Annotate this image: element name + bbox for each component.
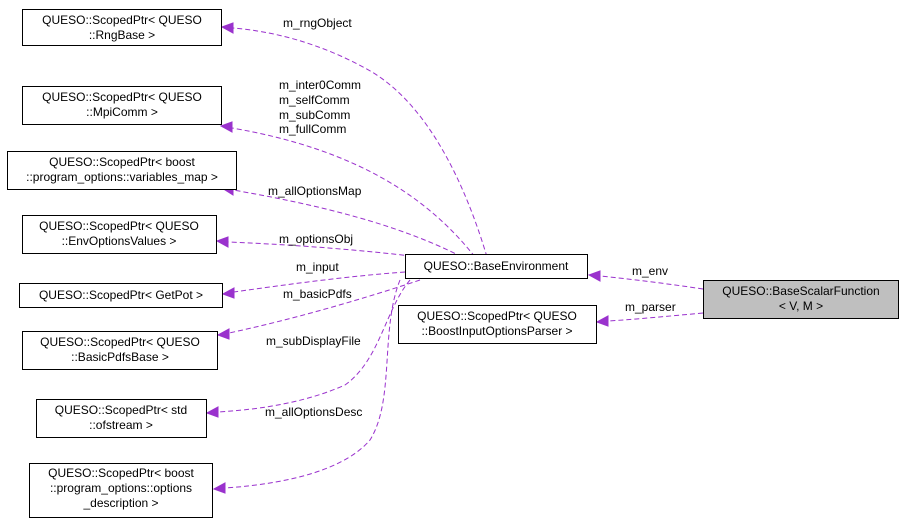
node-label-line: QUESO::ScopedPtr< QUESO — [39, 219, 199, 233]
edge-label: m_fullComm — [279, 122, 346, 136]
edge-m-basicPdfs: m_basicPdfs — [216, 279, 421, 340]
edge-mpi-comms: m_inter0Comm m_selfComm m_subComm m_full… — [219, 78, 476, 258]
node-label-line: QUESO::BaseEnvironment — [424, 259, 569, 273]
edge-label: m_subDisplayFile — [266, 334, 361, 348]
edge-m-parser: m_parser — [595, 300, 704, 327]
edge-label: m_subComm — [279, 108, 350, 122]
edge-label: m_basicPdfs — [283, 287, 352, 301]
node-label-line: ::RngBase > — [89, 28, 155, 42]
node-label-line: QUESO::ScopedPtr< QUESO — [417, 309, 577, 323]
node-scopedptr-ofstream[interactable]: QUESO::ScopedPtr< std ::ofstream > — [36, 399, 207, 438]
node-label-line: ::BasicPdfsBase > — [71, 350, 169, 364]
edge-label: m_inter0Comm — [279, 78, 361, 92]
edge-label: m_optionsObj — [279, 232, 353, 246]
node-scopedptr-mpicomm[interactable]: QUESO::ScopedPtr< QUESO ::MpiComm > — [22, 86, 222, 125]
edge-m-allOptionsDesc: m_allOptionsDesc — [212, 279, 401, 494]
node-label-line: QUESO::ScopedPtr< QUESO — [40, 335, 200, 349]
node-label-line: ::program_options::variables_map > — [26, 170, 218, 184]
edge-m-env: m_env — [587, 264, 704, 290]
edge-label: m_allOptionsDesc — [265, 405, 362, 419]
edge-m-optionsObj: m_optionsObj — [215, 232, 421, 258]
edge-label: m_env — [632, 264, 668, 278]
node-label-line: ::ofstream > — [89, 418, 153, 432]
node-label-line: QUESO::ScopedPtr< boost — [48, 466, 194, 480]
node-scopedptr-getpot[interactable]: QUESO::ScopedPtr< GetPot > — [19, 283, 223, 308]
edge-label: m_parser — [625, 300, 676, 314]
node-label-line: ::EnvOptionsValues > — [62, 234, 177, 248]
node-label-line: QUESO::ScopedPtr< QUESO — [42, 90, 202, 104]
node-scopedptr-variables-map[interactable]: QUESO::ScopedPtr< boost ::program_option… — [7, 151, 237, 190]
node-base-scalar-function[interactable]: QUESO::BaseScalarFunction < V, M > — [703, 280, 899, 319]
node-scopedptr-envoptionsvalues[interactable]: QUESO::ScopedPtr< QUESO ::EnvOptionsValu… — [22, 215, 217, 254]
edge-label: m_input — [296, 260, 339, 274]
node-scopedptr-rngbase[interactable]: QUESO::ScopedPtr< QUESO ::RngBase > — [22, 9, 222, 46]
node-scopedptr-options-description[interactable]: QUESO::ScopedPtr< boost ::program_option… — [29, 463, 213, 518]
node-label-line: QUESO::ScopedPtr< QUESO — [42, 13, 202, 27]
node-label-line: ::MpiComm > — [86, 105, 158, 119]
node-label-line: QUESO::BaseScalarFunction — [722, 284, 879, 298]
node-base-environment[interactable]: QUESO::BaseEnvironment — [405, 254, 588, 279]
edge-label: m_selfComm — [279, 93, 350, 107]
node-label-line: QUESO::ScopedPtr< std — [55, 403, 187, 417]
edge-m-subDisplayFile: m_subDisplayFile — [205, 279, 411, 418]
edge-label: m_allOptionsMap — [268, 184, 362, 198]
node-label-line: QUESO::ScopedPtr< GetPot > — [39, 288, 203, 302]
node-scopedptr-basicpdfsbase[interactable]: QUESO::ScopedPtr< QUESO ::BasicPdfsBase … — [22, 331, 218, 370]
node-label-line: ::BoostInputOptionsParser > — [421, 324, 572, 338]
edge-m-allOptionsMap: m_allOptionsMap — [220, 184, 463, 258]
node-label-line: < V, M > — [779, 299, 823, 313]
node-label-line: _description > — [82, 496, 158, 510]
node-label-line: ::program_options::options — [50, 481, 192, 495]
edge-m-input: m_input — [221, 260, 406, 299]
node-label-line: QUESO::ScopedPtr< boost — [49, 155, 195, 169]
edge-m-rngObject: m_rngObject — [220, 16, 488, 258]
edge-label: m_rngObject — [283, 16, 352, 30]
node-scopedptr-boostinputoptionsparser[interactable]: QUESO::ScopedPtr< QUESO ::BoostInputOpti… — [398, 305, 597, 344]
